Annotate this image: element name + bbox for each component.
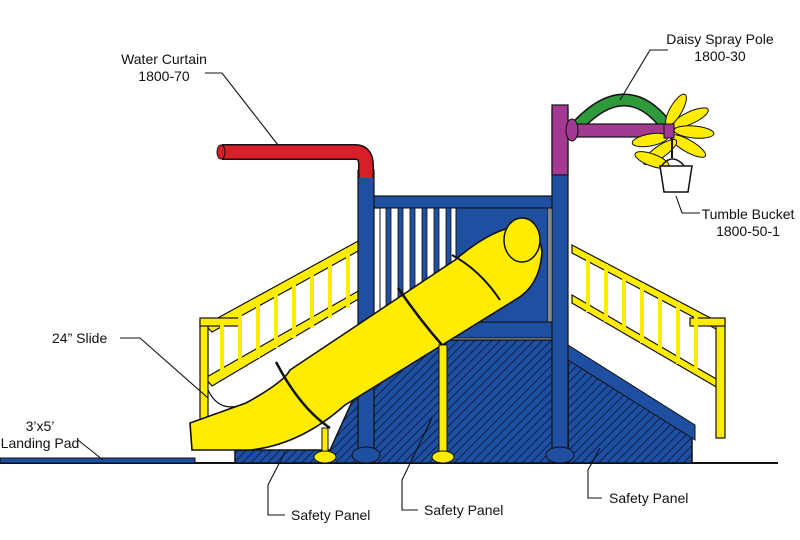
label-safety-panel-3: Safety Panel xyxy=(609,490,689,506)
label-safety-panel-2: Safety Panel xyxy=(424,502,504,518)
label-water-curtain: Water Curtain 1800-70 xyxy=(104,51,224,85)
label-safety-panel-1: Safety Panel xyxy=(291,507,371,523)
label-daisy-spray-pole: Daisy Spray Pole 1800-30 xyxy=(650,31,790,65)
slide-support-right xyxy=(431,344,455,464)
left-stair-balusters xyxy=(220,252,350,378)
landing-pad-shape xyxy=(0,457,196,464)
deck-top-rail xyxy=(369,195,556,209)
safety-panel-right xyxy=(567,356,693,464)
label-landing-pad-size: 3’x5’ xyxy=(25,418,55,434)
right-stair-rail xyxy=(571,244,726,439)
label-tumble-bucket-name: Tumble Bucket xyxy=(701,206,795,222)
water-curtain-end xyxy=(216,144,226,160)
spray-arm-collar xyxy=(565,118,579,142)
spray-arm-cap xyxy=(663,123,675,139)
post-foot-left xyxy=(351,446,381,464)
slide-shape xyxy=(189,217,543,451)
right-stair-balusters xyxy=(586,255,698,374)
daisy-petals xyxy=(631,93,715,169)
label-tumble-bucket: Tumble Bucket 1800-50-1 xyxy=(700,206,796,240)
leader-safety-panel-2 xyxy=(401,417,433,511)
leader-daisy-spray-pole xyxy=(619,49,668,101)
leader-slide xyxy=(120,337,209,399)
leader-safety-panel-1 xyxy=(267,451,286,516)
label-landing-pad-name: Landing Pad xyxy=(0,435,80,451)
label-daisy-spray-pole-code: 1800-30 xyxy=(694,48,746,64)
post-right-top xyxy=(551,104,569,176)
label-tumble-bucket-code: 1800-50-1 xyxy=(716,223,780,239)
slide-support-left xyxy=(313,427,337,464)
leader-landing-pad xyxy=(77,439,104,461)
bucket-body xyxy=(659,165,693,193)
label-daisy-spray-pole-name: Daisy Spray Pole xyxy=(666,31,774,47)
label-water-curtain-code: 1800-70 xyxy=(138,68,190,84)
label-landing-pad: 3’x5’ Landing Pad xyxy=(0,418,80,452)
leader-safety-panel-3 xyxy=(587,447,602,499)
leader-tumble-bucket xyxy=(675,195,700,214)
label-water-curtain-name: Water Curtain xyxy=(121,51,207,67)
post-foot-right xyxy=(545,446,575,464)
post-left xyxy=(357,169,375,456)
leader-water-curtain xyxy=(205,72,279,146)
label-slide: 24” Slide xyxy=(52,330,108,346)
leader-lines xyxy=(77,49,700,516)
